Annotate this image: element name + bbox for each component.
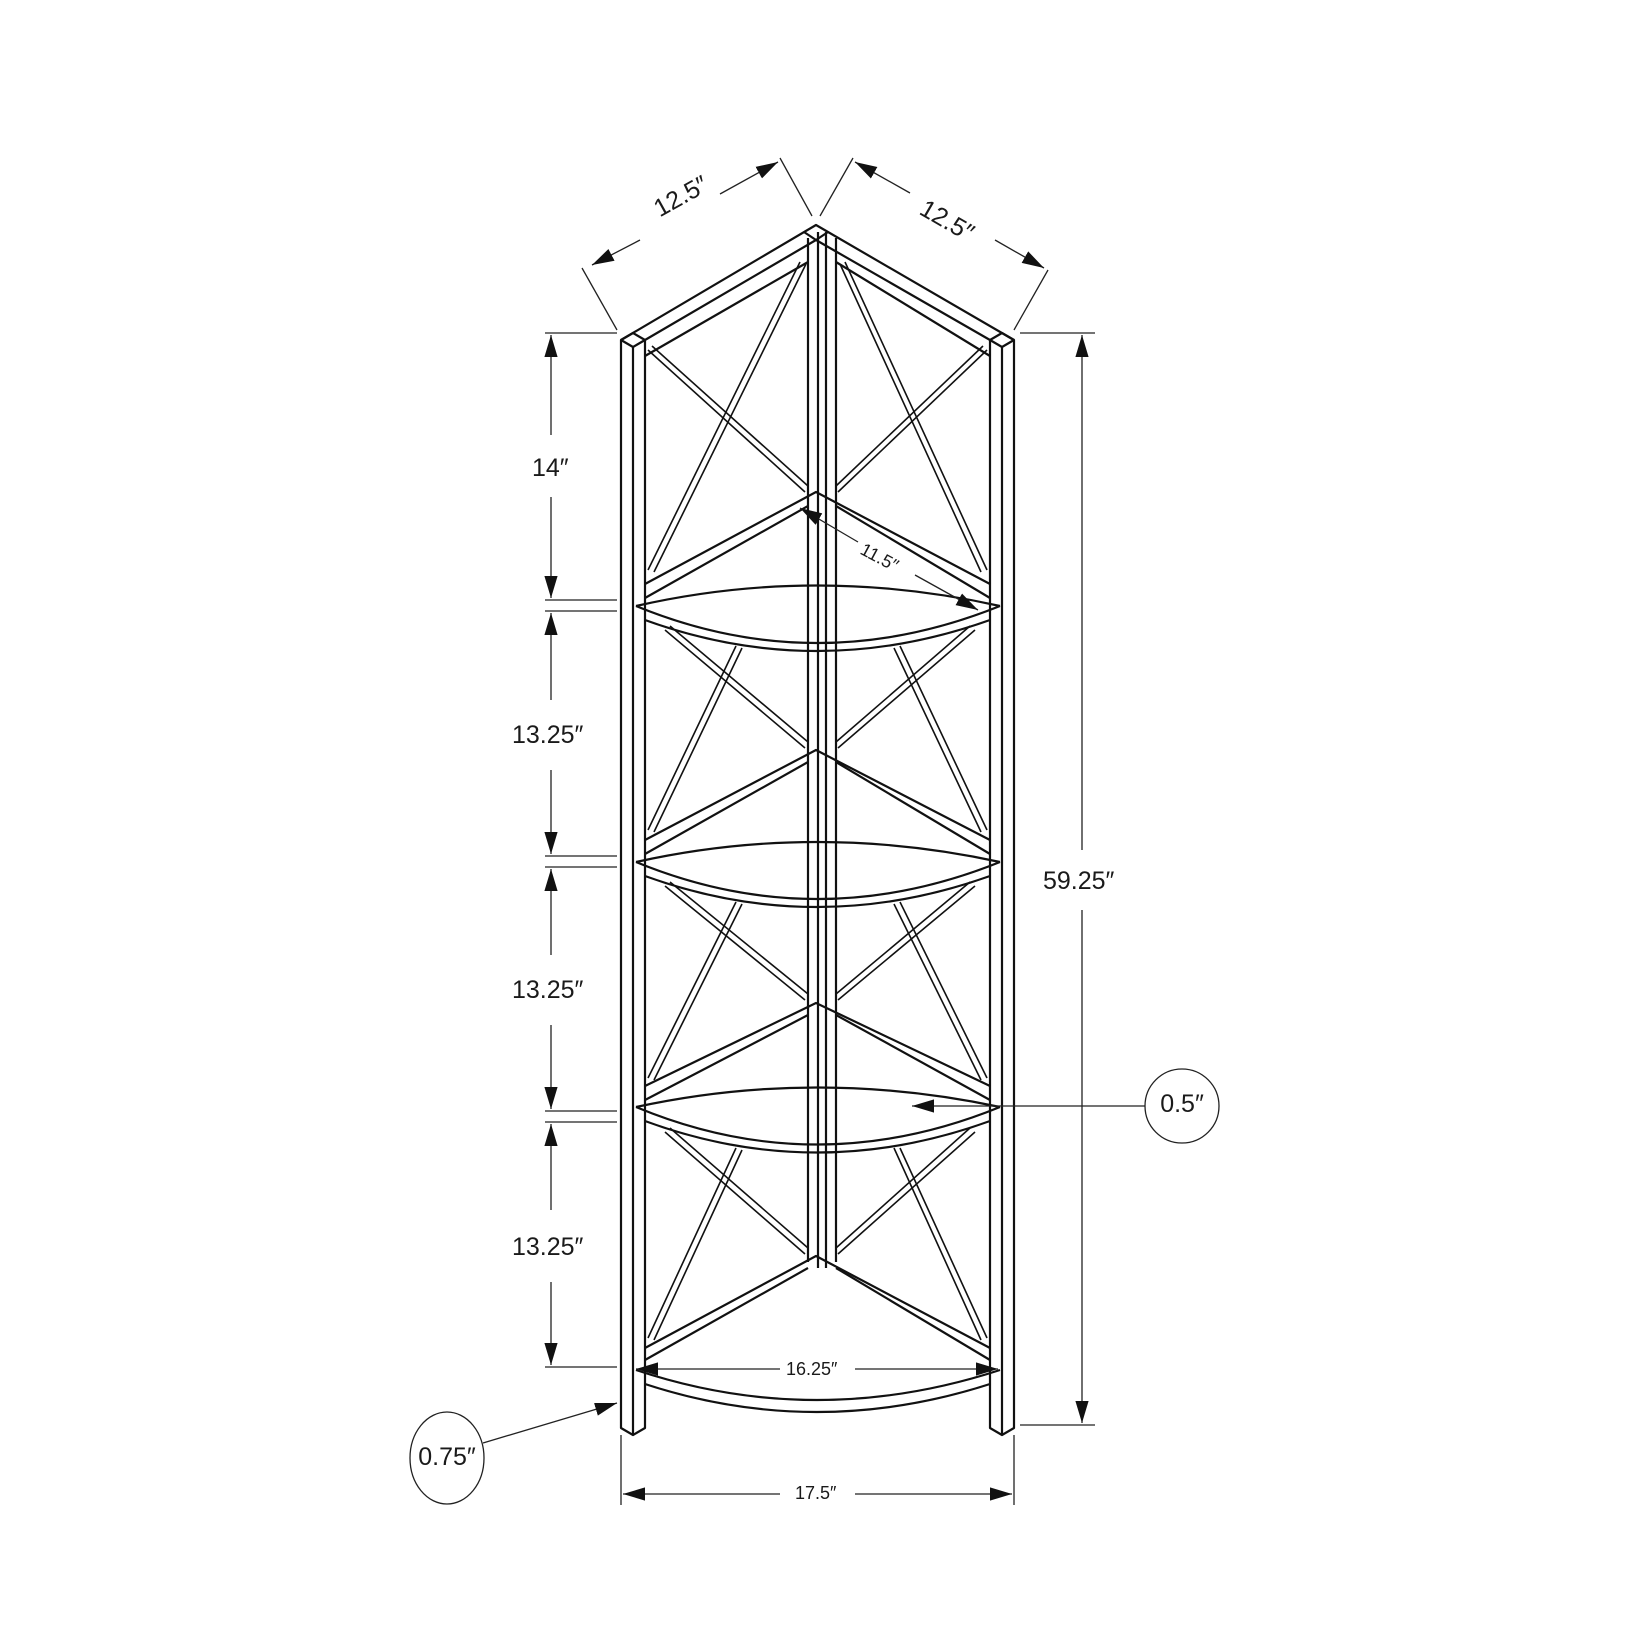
right-post	[988, 331, 1016, 1437]
frame-structure	[619, 223, 1016, 1437]
shelf-1	[635, 490, 1001, 653]
label-overall-width: 17.5″	[795, 1483, 837, 1503]
label-shelf-spacing-3: 13.25″	[512, 976, 584, 1004]
center-post	[806, 232, 838, 1268]
label-bottom-shelf-width: 16.25″	[786, 1359, 838, 1379]
label-overall-height: 59.25″	[1043, 867, 1115, 895]
callout-circle-post-thickness	[409, 1411, 485, 1505]
label-top-shelf-spacing: 14″	[532, 454, 569, 482]
shelf-4	[635, 1254, 1001, 1414]
callout-circle-shelf-thickness	[1144, 1068, 1220, 1144]
label-shelf-spacing-2: 13.25″	[512, 721, 584, 749]
label-shelf-thickness: 0.5″	[1160, 1090, 1204, 1118]
shelf-3	[635, 1001, 1001, 1154]
left-post	[619, 331, 647, 1437]
dimension-lines	[409, 157, 1220, 1505]
label-shelf-spacing-4: 13.25″	[512, 1233, 584, 1261]
top-rails	[620, 223, 1015, 357]
label-post-thickness: 0.75″	[418, 1443, 476, 1471]
x-braces	[647, 261, 988, 1341]
shelf-2	[635, 748, 1001, 909]
